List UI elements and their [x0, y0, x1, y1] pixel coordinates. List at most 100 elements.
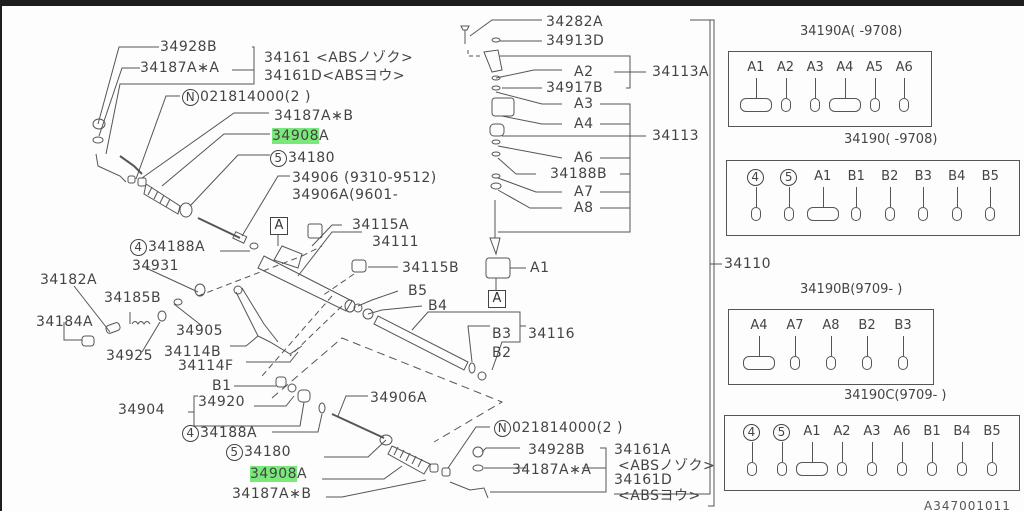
kit-item-part-icon	[790, 356, 800, 370]
label-a8: A8	[574, 200, 594, 216]
label-34282A: 34282A	[546, 14, 604, 30]
label-34908A-top: 34908A	[272, 128, 329, 144]
highlighted-part-number[interactable]: 34908	[272, 128, 320, 144]
label-34908A-bottom: 34908A	[250, 466, 307, 482]
kit-item-label: B4	[953, 424, 971, 439]
qty-4-symbol: 4	[130, 239, 147, 256]
label-34928B: 34928B	[160, 39, 218, 55]
label-34113: 34113	[652, 128, 700, 144]
label-34928B-bottom: 34928B	[528, 442, 586, 458]
kit-item-part-icon	[784, 207, 795, 221]
kit-item-part-icon	[747, 462, 757, 476]
label-34905: 34905	[176, 323, 224, 339]
kit-item-label: B2	[858, 318, 876, 333]
kit-item-leader	[923, 187, 925, 207]
kit-item-part-icon	[927, 462, 937, 476]
kit-item-part-icon	[750, 207, 761, 221]
label-34161D-note: <ABSヨウ>	[618, 488, 701, 504]
label-a4: A4	[574, 116, 594, 132]
label-34185B: 34185B	[104, 290, 162, 306]
kit-item-label: A2	[776, 60, 795, 75]
kit-item-leader	[842, 442, 843, 462]
kit-item-leader	[795, 336, 796, 356]
label-34906: 34906 (9310-9512)	[292, 170, 437, 186]
kit-item-leader	[815, 78, 817, 98]
kit-item-part-icon	[951, 207, 962, 221]
part-number: 34188A	[148, 239, 206, 255]
diagram-reference-code: A347001011	[924, 499, 1011, 511]
label-34113A: 34113A	[652, 64, 710, 80]
part-number: 021814000(2 )	[512, 420, 623, 436]
kit-item-leader	[755, 187, 757, 207]
kit-item-label: B1	[847, 169, 865, 184]
label-34115B: 34115B	[402, 260, 460, 276]
label-34187A-B: 34187A∗B	[274, 108, 354, 124]
bushing-34115B	[351, 259, 367, 273]
highlighted-part-number[interactable]: 34908	[250, 466, 298, 482]
label-34187A-B-bottom: 34187A∗B	[232, 486, 312, 502]
kit-item-leader	[904, 78, 906, 98]
kit-item-leader	[831, 336, 832, 356]
label-a3: A3	[574, 96, 594, 112]
kit-item-part-icon	[987, 462, 997, 476]
label-34115A: 34115A	[352, 217, 410, 233]
kit-item-leader	[856, 187, 858, 207]
kit-item-label: A6	[895, 60, 913, 75]
kit-item-leader	[962, 442, 963, 462]
label-b2: B2	[492, 345, 512, 361]
label-34184A: 34184A	[36, 314, 94, 330]
label-34917B: 34917B	[546, 80, 604, 96]
kit-item-label: A3	[806, 60, 824, 75]
kit-item-leader	[812, 442, 813, 462]
kit-item-leader	[992, 442, 993, 462]
kit-item-label: A3	[863, 424, 881, 439]
kit-item-label: A2	[833, 424, 851, 439]
kit-item-label: A8	[822, 318, 840, 333]
kit-item-leader	[902, 442, 903, 462]
kit-item-leader	[990, 187, 992, 207]
kit-item-label: A6	[893, 424, 911, 439]
label-b4: B4	[428, 298, 448, 314]
label-34116: 34116	[528, 326, 576, 342]
label-34182A: 34182A	[40, 272, 98, 288]
kit-item-leader	[874, 78, 876, 98]
label-34114F: 34114F	[178, 358, 234, 374]
kit-item-leader	[822, 187, 824, 207]
kit-item-part-icon	[828, 98, 861, 112]
label-34904: 34904	[118, 402, 166, 418]
kit-item-part-icon	[898, 356, 908, 370]
kit-item-label: A4	[750, 318, 768, 333]
leader-34908A	[161, 133, 270, 187]
kit-item-leader	[903, 336, 904, 356]
kit-item-leader	[844, 78, 846, 98]
kit-item-label: 4	[743, 424, 761, 441]
label-34161A: 34161A	[614, 442, 672, 458]
kit-item-part-icon	[777, 462, 787, 476]
label-a7: A7	[574, 184, 594, 200]
kit-item-part-icon	[810, 98, 821, 112]
part-number: 34180	[244, 444, 292, 460]
bushing-34115A	[307, 223, 323, 239]
kit-item-label: A1	[814, 169, 832, 184]
qty-5-symbol: 5	[226, 444, 243, 461]
leader-34928B	[97, 46, 159, 125]
label-34161: 34161 <ABSノゾク>	[264, 50, 414, 66]
kit-item-part-icon	[899, 98, 910, 112]
kit-item-part-icon	[884, 207, 895, 221]
label-34187A-A: 34187A∗A	[140, 60, 220, 76]
label-a1: A1	[530, 260, 550, 276]
part-suffix: A	[297, 466, 308, 482]
kit-item-part-icon	[851, 207, 862, 221]
kit-item-leader	[785, 78, 787, 98]
label-34161A-note: <ABSノゾク>	[618, 458, 716, 474]
leader-34187AB	[141, 112, 269, 179]
